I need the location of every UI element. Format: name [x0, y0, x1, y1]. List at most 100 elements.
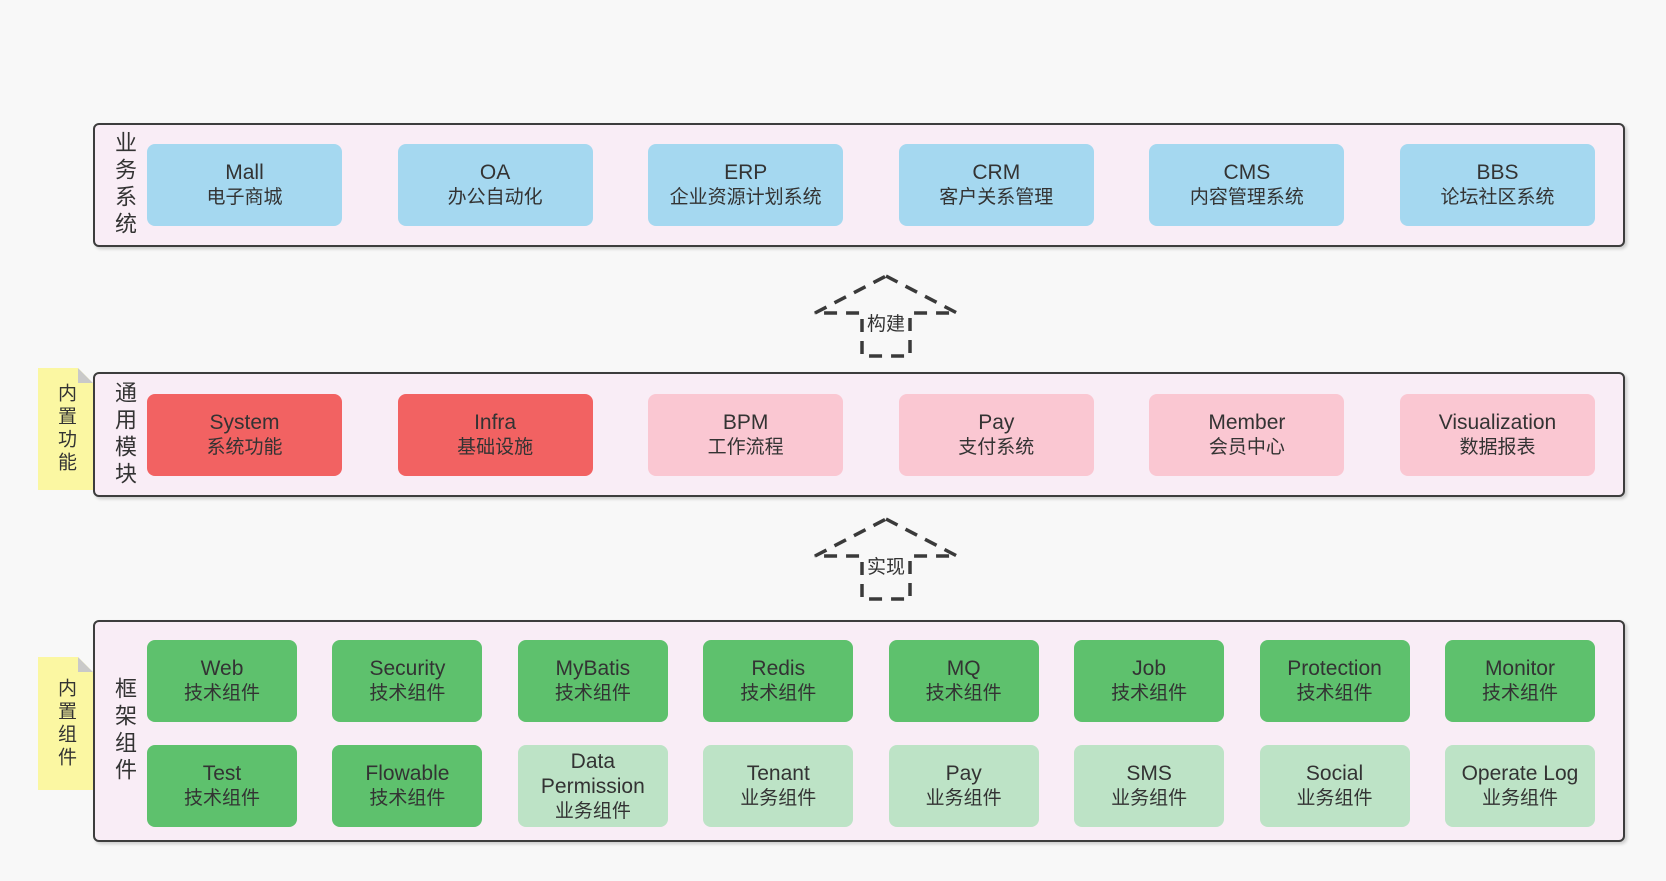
box-flowable: Flowable 技术组件 — [332, 745, 483, 827]
box-subtitle: 业务组件 — [554, 800, 631, 822]
box-tenant: Tenant 业务组件 — [703, 745, 854, 827]
sticky-fold-icon — [78, 657, 93, 672]
box-subtitle: 办公自动化 — [447, 187, 543, 208]
business-systems-row: Mall 电子商城 OA 办公自动化 ERP 企业资源计划系统 CRM 客户关系… — [147, 144, 1595, 226]
box-mybatis: MyBatis 技术组件 — [517, 640, 668, 722]
sticky-fold-icon — [78, 368, 93, 383]
box-bpm: BPM 工作流程 — [648, 393, 844, 476]
box-pay-business: Pay 业务组件 — [888, 745, 1039, 827]
box-title: BBS — [1476, 161, 1519, 184]
box-title: Data Permission — [540, 749, 645, 798]
box-data-permission: Data Permission 业务组件 — [517, 745, 668, 827]
layer-label-common-modules: 通用模块 — [112, 380, 137, 489]
sticky-label: 内置组件 — [55, 677, 76, 770]
box-subtitle: 企业资源计划系统 — [669, 187, 822, 208]
box-protection: Protection 技术组件 — [1259, 640, 1410, 722]
box-subtitle: 技术组件 — [369, 683, 446, 704]
layer-business-systems: 业务系统 Mall 电子商城 OA 办公自动化 ERP 企业资源计划系统 CRM… — [93, 123, 1625, 247]
box-title: Monitor — [1484, 657, 1555, 680]
box-title: Pay — [945, 762, 982, 785]
box-mq: MQ 技术组件 — [888, 640, 1039, 722]
box-subtitle: 会员中心 — [1208, 436, 1285, 458]
box-mall: Mall 电子商城 — [147, 144, 342, 226]
box-subtitle: 业务组件 — [1481, 788, 1558, 809]
box-subtitle: 技术组件 — [925, 683, 1002, 704]
box-crm: CRM 客户关系管理 — [898, 144, 1094, 226]
sticky-built-in-features: 内置功能 — [38, 368, 93, 490]
box-title: Mall — [225, 161, 264, 184]
box-pay: Pay 支付系统 — [898, 393, 1094, 476]
framework-components-row-2: Test 技术组件 Flowable 技术组件 Data Permission … — [147, 745, 1595, 827]
sticky-built-in-components: 内置组件 — [38, 657, 93, 790]
box-title: Test — [202, 762, 242, 785]
box-subtitle: 电子商城 — [206, 187, 283, 208]
box-title: System — [209, 410, 280, 434]
layer-label-business-systems: 业务系统 — [112, 131, 137, 239]
box-subtitle: 内容管理系统 — [1189, 187, 1304, 208]
framework-components-row-1: Web 技术组件 Security 技术组件 MyBatis 技术组件 Redi… — [147, 640, 1595, 722]
box-title: Web — [200, 657, 244, 680]
box-sms: SMS 业务组件 — [1074, 745, 1225, 827]
arrow-build-label: 构建 — [863, 309, 909, 336]
box-subtitle: 技术组件 — [183, 683, 260, 704]
box-erp: ERP 企业资源计划系统 — [648, 144, 844, 226]
box-title: Member — [1208, 410, 1286, 434]
common-modules-row: System 系统功能 Infra 基础设施 BPM 工作流程 Pay 支付系统… — [147, 393, 1595, 476]
box-title: Job — [1132, 657, 1167, 680]
box-subtitle: 系统功能 — [206, 436, 283, 458]
box-title: Pay — [978, 410, 1015, 434]
box-subtitle: 业务组件 — [740, 788, 817, 809]
box-subtitle: 技术组件 — [554, 683, 631, 704]
box-monitor: Monitor 技术组件 — [1444, 640, 1595, 722]
box-title: Redis — [751, 657, 806, 680]
box-subtitle: 技术组件 — [183, 788, 260, 809]
layer-framework-components: 框架组件 Web 技术组件 Security 技术组件 MyBatis 技术组件… — [93, 620, 1625, 842]
box-subtitle: 技术组件 — [740, 683, 817, 704]
box-title: Visualization — [1438, 410, 1557, 434]
sticky-label: 内置功能 — [55, 383, 76, 475]
box-operate-log: Operate Log 业务组件 — [1444, 745, 1595, 827]
layer-label-framework-components: 框架组件 — [112, 677, 137, 785]
box-title: MQ — [946, 657, 981, 680]
box-title: CRM — [972, 161, 1021, 184]
box-subtitle: 业务组件 — [1296, 788, 1373, 809]
box-job: Job 技术组件 — [1074, 640, 1225, 722]
box-title: Flowable — [365, 762, 450, 785]
box-web: Web 技术组件 — [147, 640, 297, 722]
box-title: CMS — [1223, 161, 1271, 184]
box-title: MyBatis — [555, 657, 631, 680]
box-infra: Infra 基础设施 — [397, 393, 593, 476]
box-social: Social 业务组件 — [1259, 745, 1410, 827]
box-subtitle: 论坛社区系统 — [1440, 187, 1555, 208]
box-subtitle: 支付系统 — [958, 436, 1035, 458]
box-title: OA — [479, 161, 511, 184]
layer-common-modules: 通用模块 System 系统功能 Infra 基础设施 BPM 工作流程 Pay… — [93, 372, 1625, 497]
arrow-implement-label: 实现 — [863, 552, 909, 579]
box-subtitle: 技术组件 — [369, 788, 446, 809]
box-title: BPM — [722, 410, 769, 434]
box-title: ERP — [724, 161, 768, 184]
box-test: Test 技术组件 — [147, 745, 297, 827]
box-title: Infra — [474, 410, 517, 434]
box-security: Security 技术组件 — [332, 640, 483, 722]
arrow-build: 构建 — [811, 273, 961, 359]
box-title: Security — [369, 657, 446, 680]
box-subtitle: 基础设施 — [457, 436, 534, 458]
box-title: Social — [1305, 762, 1364, 785]
box-system: System 系统功能 — [147, 393, 342, 476]
box-title: Protection — [1287, 657, 1382, 680]
box-member: Member 会员中心 — [1149, 393, 1345, 476]
arrow-implement: 实现 — [811, 516, 961, 602]
box-title: SMS — [1126, 762, 1172, 785]
box-subtitle: 工作流程 — [707, 436, 784, 458]
box-subtitle: 业务组件 — [925, 788, 1002, 809]
box-subtitle: 技术组件 — [1481, 683, 1558, 704]
box-subtitle: 技术组件 — [1296, 683, 1373, 704]
box-subtitle: 技术组件 — [1111, 683, 1188, 704]
box-subtitle: 客户关系管理 — [939, 187, 1054, 208]
box-redis: Redis 技术组件 — [703, 640, 854, 722]
box-visualization: Visualization 数据报表 — [1399, 393, 1595, 476]
box-oa: OA 办公自动化 — [397, 144, 593, 226]
box-subtitle: 数据报表 — [1459, 436, 1536, 458]
box-title: Tenant — [746, 762, 810, 785]
